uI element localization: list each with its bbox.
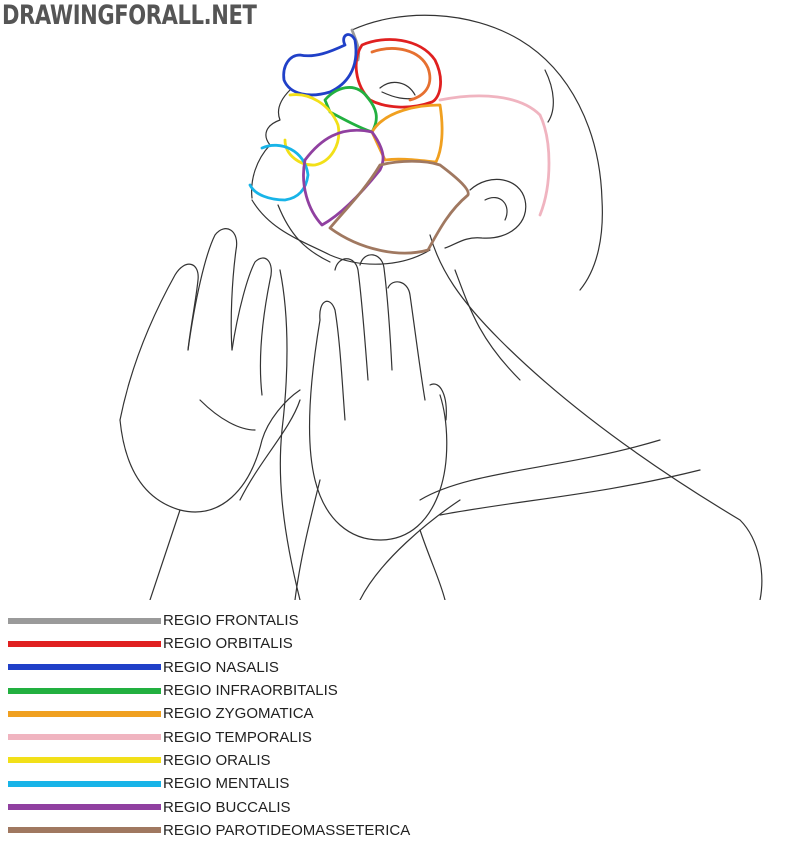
legend-swatch xyxy=(8,664,161,671)
legend-item: REGIO BUCCALIS xyxy=(8,795,488,818)
region-mentalis xyxy=(248,143,310,202)
region-frontalis xyxy=(350,28,361,62)
legend-item: REGIO INFRAORBITALIS xyxy=(8,679,488,702)
legend-item: REGIO TEMPORALIS xyxy=(8,725,488,748)
legend-label: REGIO ZYGOMATICA xyxy=(163,705,314,723)
legend-swatch xyxy=(8,710,161,717)
legend-label: REGIO NASALIS xyxy=(163,658,279,676)
region-buccalis xyxy=(302,128,385,227)
legend-item: REGIO FRONTALIS xyxy=(8,609,488,632)
legend-swatch xyxy=(8,734,161,741)
legend-label: REGIO ORBITALIS xyxy=(163,635,293,653)
legend-item: REGIO PAROTIDEOMASSETERICA xyxy=(8,819,488,842)
facial-regions xyxy=(248,28,551,255)
legend-item: REGIO ORALIS xyxy=(8,749,488,772)
legend-swatch xyxy=(8,757,161,764)
legend-label: REGIO TEMPORALIS xyxy=(163,728,312,746)
legend-item: REGIO MENTALIS xyxy=(8,772,488,795)
watermark: DRAWINGFORALL.NET xyxy=(2,0,257,31)
legend-item: REGIO ZYGOMATICA xyxy=(8,702,488,725)
region-nasalis xyxy=(282,33,358,97)
region-zygomatica xyxy=(370,103,444,164)
legend-label: REGIO ORALIS xyxy=(163,751,271,769)
legend-label: REGIO FRONTALIS xyxy=(163,612,299,630)
legend-swatch xyxy=(8,617,161,624)
legend-label: REGIO INFRAORBITALIS xyxy=(163,682,338,700)
region-orbitalis-inner xyxy=(370,47,432,102)
region-infraorbitalis xyxy=(323,86,378,134)
region-orbitalis xyxy=(354,38,442,109)
legend-item: REGIO ORBITALIS xyxy=(8,632,488,655)
region-oralis xyxy=(283,93,341,167)
legend-swatch xyxy=(8,804,161,811)
line-drawing xyxy=(119,14,763,600)
legend-swatch xyxy=(8,687,161,694)
legend-item: REGIO NASALIS xyxy=(8,656,488,679)
legend-label: REGIO MENTALIS xyxy=(163,775,290,793)
region-temporalis xyxy=(438,94,551,217)
legend-swatch xyxy=(8,640,161,647)
region-parotideomasseterica xyxy=(328,159,470,255)
legend-swatch xyxy=(8,780,161,787)
legend-label: REGIO BUCCALIS xyxy=(163,798,291,816)
legend-label: REGIO PAROTIDEOMASSETERICA xyxy=(163,821,411,839)
legend: REGIO FRONTALIS REGIO ORBITALIS REGIO NASA… xyxy=(8,609,488,842)
legend-swatch xyxy=(8,827,161,834)
face-regions-illustration xyxy=(119,14,763,600)
